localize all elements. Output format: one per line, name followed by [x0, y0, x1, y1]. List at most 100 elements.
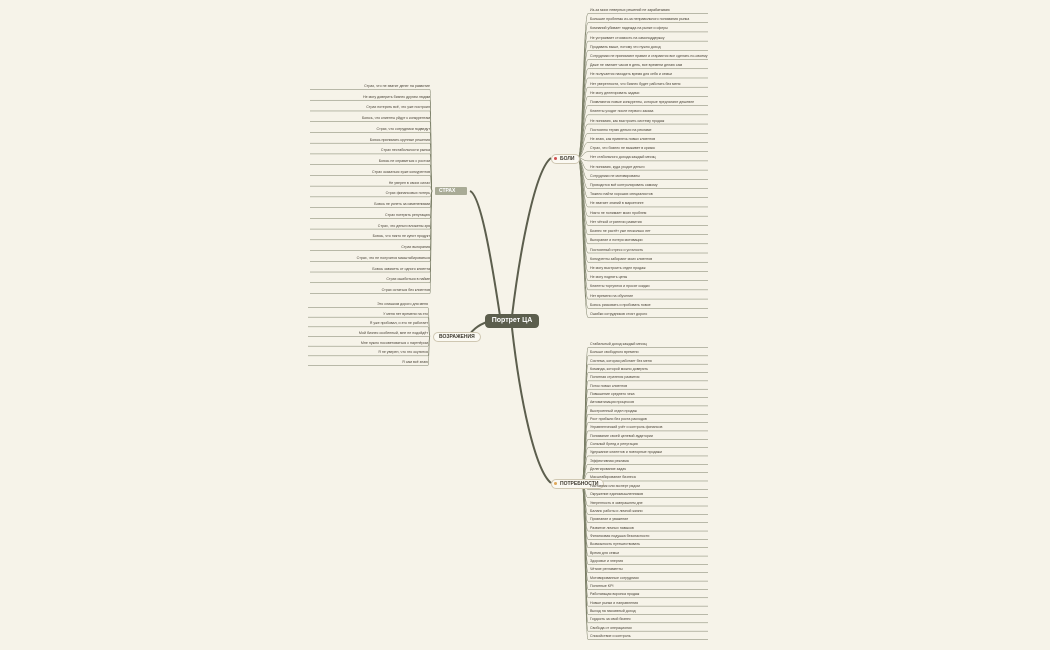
potrebnosti-leaf[interactable]: Поток новых клиентов [590, 383, 628, 388]
potrebnosti-leaf[interactable]: Стабильный доход каждый месяц [590, 342, 647, 346]
strah-leaf[interactable]: Боюсь, что никто не купит продукт [372, 234, 430, 239]
potrebnosti-leaf[interactable]: Управленческий учёт и контроль финансов [590, 425, 663, 430]
boli-leaf[interactable]: Нет чёткой стратегии развития [590, 219, 642, 224]
boli-leaf[interactable]: Сотрудники не мотивированы [590, 173, 640, 178]
potrebnosti-leaf[interactable]: Возможность путешествовать [590, 542, 640, 547]
vozrazheniya-leaf[interactable]: Я уже пробовал, и это не работает [369, 321, 428, 326]
potrebnosti-leaf[interactable]: Спокойствие и контроль [590, 634, 631, 638]
potrebnosti-leaf[interactable]: Рост прибыли без роста расходов [590, 417, 647, 422]
potrebnosti-leaf[interactable]: Свобода от операционки [590, 625, 632, 630]
boli-leaf[interactable]: Даже не хватает часов в день, все времен… [590, 63, 683, 68]
strah-leaf[interactable]: Не могу доверить бизнес другим людям [362, 94, 430, 99]
vozrazheniya-leaf[interactable]: Я не уверен, что это окупится [378, 350, 428, 355]
potrebnosti-leaf[interactable]: Выстроенный отдел продаж [590, 408, 637, 413]
boli-leaf[interactable]: Нет времени на обучение [590, 293, 634, 298]
boli-leaf[interactable]: Бизнес не растёт уже несколько лет [590, 229, 651, 234]
boli-leaf[interactable]: Не получается находить время для себя и … [590, 72, 673, 77]
potrebnosti-leaf[interactable]: Признание и уважение [590, 517, 629, 522]
strah-leaf[interactable]: Страх выгорания [401, 245, 430, 250]
potrebnosti-leaf[interactable]: Команда, которой можно доверять [590, 367, 648, 372]
boli-leaf[interactable]: Не могу выстроить отдел продаж [590, 265, 646, 270]
boli-leaf[interactable]: Из-за моих неверных решений не зарабатыв… [590, 8, 670, 12]
potrebnosti-leaf[interactable]: Понятная стратегия развития [590, 375, 640, 380]
boli-leaf[interactable]: Тяжело найти хороших специалистов [590, 192, 653, 197]
potrebnosti-leaf[interactable]: Гордость за свой бизнес [590, 617, 631, 622]
boli-leaf[interactable]: Клиенты торгуются и просят скидки [590, 284, 650, 289]
vozrazheniya-leaf[interactable]: У меня нет времени на это [383, 311, 428, 316]
potrebnosti-leaf[interactable]: Автоматизация процессов [590, 400, 635, 405]
potrebnosti-leaf[interactable]: Время для семьи [590, 550, 620, 555]
boli-leaf[interactable]: Продавать выше, потому что нужно доход [590, 44, 661, 49]
strah-leaf[interactable]: Страх, что сотрудники подведут [376, 126, 430, 131]
strah-leaf[interactable]: Страх оказаться хуже конкурентов [372, 169, 430, 174]
boli-leaf[interactable]: Выгорание и потеря мотивации [590, 238, 643, 243]
boli-leaf[interactable]: Никто не понимает моих проблем [590, 210, 647, 215]
boli-leaf[interactable]: Не могу поднять цены [590, 275, 628, 280]
strah-leaf[interactable]: Боюсь не успеть за изменениями [374, 202, 430, 207]
strah-leaf[interactable]: Страх финансовых потерь [385, 191, 430, 196]
strah-leaf[interactable]: Страх, что не хватит денег на развитие [364, 84, 430, 88]
branch-potrebnosti[interactable]: ПОТРЕБНОСТИ [551, 479, 605, 489]
potrebnosti-leaf[interactable]: Делегирование задач [590, 467, 627, 472]
boli-leaf[interactable]: Не могу делегировать задачи [590, 90, 640, 95]
potrebnosti-leaf[interactable]: Удержание клиентов и повторные продажи [590, 450, 663, 455]
potrebnosti-leaf[interactable]: Система, которая работает без меня [590, 358, 652, 363]
branch-vozrazheniya[interactable]: ВОЗРАЖЕНИЯ [433, 332, 481, 342]
boli-leaf[interactable]: Клиенты уходят после первого заказа [590, 109, 654, 114]
potrebnosti-leaf[interactable]: Сильный бренд и репутация [590, 442, 638, 447]
boli-leaf[interactable]: Боюсь рисковать и пробовать новое [590, 302, 651, 307]
boli-leaf[interactable]: Постоянный стресс и усталость [590, 247, 644, 252]
strah-leaf[interactable]: Страх нестабильности рынка [380, 148, 430, 153]
vozrazheniya-leaf[interactable]: Мне нужно посоветоваться с партнёром [360, 340, 428, 345]
potrebnosti-leaf[interactable]: Баланс работы и личной жизни [590, 508, 643, 513]
potrebnosti-leaf[interactable]: Уверенность в завтрашнем дне [590, 500, 643, 505]
boli-leaf[interactable]: Приходится всё контролировать самому [590, 183, 658, 188]
strah-leaf[interactable]: Страх потерять репутацию [384, 212, 430, 217]
potrebnosti-leaf[interactable]: Финансовая подушка безопасности [590, 533, 650, 538]
strah-leaf[interactable]: Боюсь, что клиенты уйдут к конкурентам [361, 116, 430, 121]
vozrazheniya-leaf[interactable]: Я сам всё знаю [402, 360, 428, 364]
boli-leaf[interactable]: Страх, что бизнес не выживет в кризис [590, 146, 656, 151]
boli-leaf[interactable]: Нет уверенности, что бизнес будет работа… [590, 81, 681, 86]
boli-leaf[interactable]: Не знаю, как привлечь новых клиентов [590, 136, 656, 141]
vozrazheniya-leaf[interactable]: Мой бизнес особенный, мне не подойдёт [358, 331, 428, 335]
boli-leaf[interactable]: Ошибки сотрудников стоят дорого [590, 312, 648, 316]
root-node[interactable]: Портрет ЦА [485, 314, 539, 328]
strah-leaf[interactable]: Страх, что не получится масштабироваться [356, 255, 430, 260]
strah-leaf[interactable]: Боюсь принимать крупные решения [369, 137, 430, 142]
boli-leaf[interactable]: Появляются новые конкуренты, которые пре… [590, 100, 695, 105]
strah-leaf[interactable]: Боюсь не справиться с ростом [378, 159, 430, 164]
potrebnosti-leaf[interactable]: Развитие личных навыков [590, 525, 634, 530]
potrebnosti-leaf[interactable]: Понимание своей целевой аудитории [590, 433, 653, 438]
boli-leaf[interactable]: Конкуренты забирают моих клиентов [590, 256, 653, 261]
potrebnosti-leaf[interactable]: Окружение единомышленников [590, 492, 644, 497]
potrebnosti-leaf[interactable]: Мотивированные сотрудники [590, 575, 639, 580]
boli-leaf[interactable]: Большие проблемы из-за неправильного пон… [590, 17, 690, 22]
potrebnosti-leaf[interactable]: Выход на пассивный доход [590, 608, 636, 613]
branch-boli[interactable]: БОЛИ [551, 154, 581, 164]
potrebnosti-leaf[interactable]: Эффективная реклама [590, 458, 629, 463]
potrebnosti-leaf[interactable]: Понятные KPI [590, 583, 614, 588]
boli-leaf[interactable]: Не хватает знаний в маркетинге [590, 201, 644, 206]
strah-leaf[interactable]: Не уверен в своих силах [388, 180, 430, 185]
potrebnosti-leaf[interactable]: Повышение среднего чека [590, 392, 635, 397]
potrebnosti-leaf[interactable]: Масштабирование бизнеса [590, 475, 636, 480]
branch-strah[interactable]: СТРАХ [435, 187, 468, 195]
potrebnosti-leaf[interactable]: Чёткие регламенты [590, 567, 623, 572]
boli-leaf[interactable]: Сотрудники не принимают правил и старают… [590, 54, 708, 59]
strah-leaf[interactable]: Страх остаться без клиентов [381, 288, 430, 292]
boli-leaf[interactable]: Компаний убивает надежда на рынке и сфер… [590, 26, 668, 31]
boli-leaf[interactable]: Не устраивает стоимость на самоподдержку [590, 35, 665, 40]
boli-leaf[interactable]: Не понимаю, как выстроить систему продаж [590, 118, 665, 123]
vozrazheniya-leaf[interactable]: Это слишком дорого для меня [377, 302, 428, 306]
boli-leaf[interactable]: Не понимаю, куда уходят деньги [590, 164, 645, 169]
potrebnosti-leaf[interactable]: Наставник или эксперт рядом [590, 483, 640, 488]
potrebnosti-leaf[interactable]: Больше свободного времени [590, 350, 639, 355]
boli-leaf[interactable]: Постоянно теряю деньги на рекламе [590, 127, 652, 132]
strah-leaf[interactable]: Страх, что деньги вложены зря [377, 223, 430, 228]
strah-leaf[interactable]: Страх ошибиться в найме [386, 277, 430, 282]
strah-leaf[interactable]: Боюсь зависеть от одного клиента [372, 266, 430, 271]
boli-leaf[interactable]: Нет стабильного дохода каждый месяц [590, 155, 656, 160]
potrebnosti-leaf[interactable]: Работающая воронка продаж [590, 592, 640, 597]
strah-leaf[interactable]: Страх потерять всё, что уже построил [366, 105, 430, 110]
